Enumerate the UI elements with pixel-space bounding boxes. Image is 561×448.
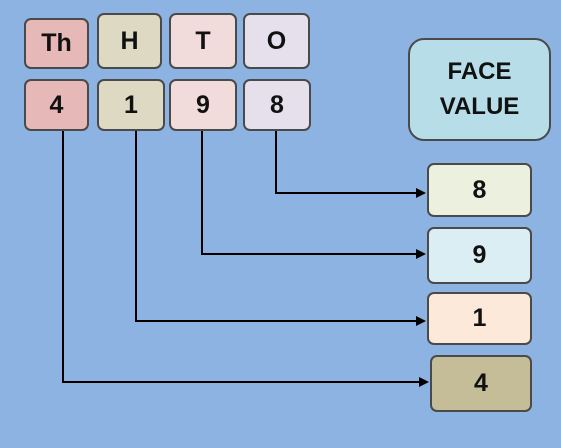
arrow-ones	[275, 131, 426, 198]
digit-tens-value: 9	[196, 90, 210, 119]
header-hundreds: H	[97, 13, 162, 69]
result-thousands-value: 4	[474, 369, 488, 397]
header-hundreds-label: H	[120, 26, 139, 55]
arrow-hundreds	[135, 131, 426, 326]
digit-hundreds: 1	[97, 79, 165, 131]
digit-ones-value: 8	[270, 90, 284, 119]
digit-tens: 9	[169, 79, 237, 131]
arrow-tens	[201, 131, 426, 259]
result-tens-value: 9	[472, 241, 487, 269]
face-value-title-line2: VALUE	[439, 92, 520, 120]
face-value-title-line1: FACE	[447, 57, 512, 85]
result-hundreds-value: 1	[472, 304, 487, 332]
header-tens-label: T	[195, 26, 211, 55]
arrow-thousands	[62, 131, 429, 387]
header-ones: O	[243, 13, 310, 69]
result-ones: 8	[427, 163, 532, 217]
result-thousands: 4	[430, 355, 532, 412]
result-tens: 9	[427, 227, 532, 284]
result-ones-value: 8	[472, 175, 487, 204]
digit-ones: 8	[243, 79, 311, 131]
digit-thousands: 4	[24, 79, 89, 131]
header-ones-label: O	[266, 26, 287, 55]
header-thousands: Th	[24, 18, 89, 69]
header-thousands-label: Th	[41, 29, 72, 57]
result-hundreds: 1	[427, 292, 532, 345]
digit-hundreds-value: 1	[124, 90, 138, 119]
digit-thousands-value: 4	[49, 90, 64, 119]
face-value-title: FACE VALUE	[408, 38, 551, 141]
header-tens: T	[169, 13, 237, 69]
